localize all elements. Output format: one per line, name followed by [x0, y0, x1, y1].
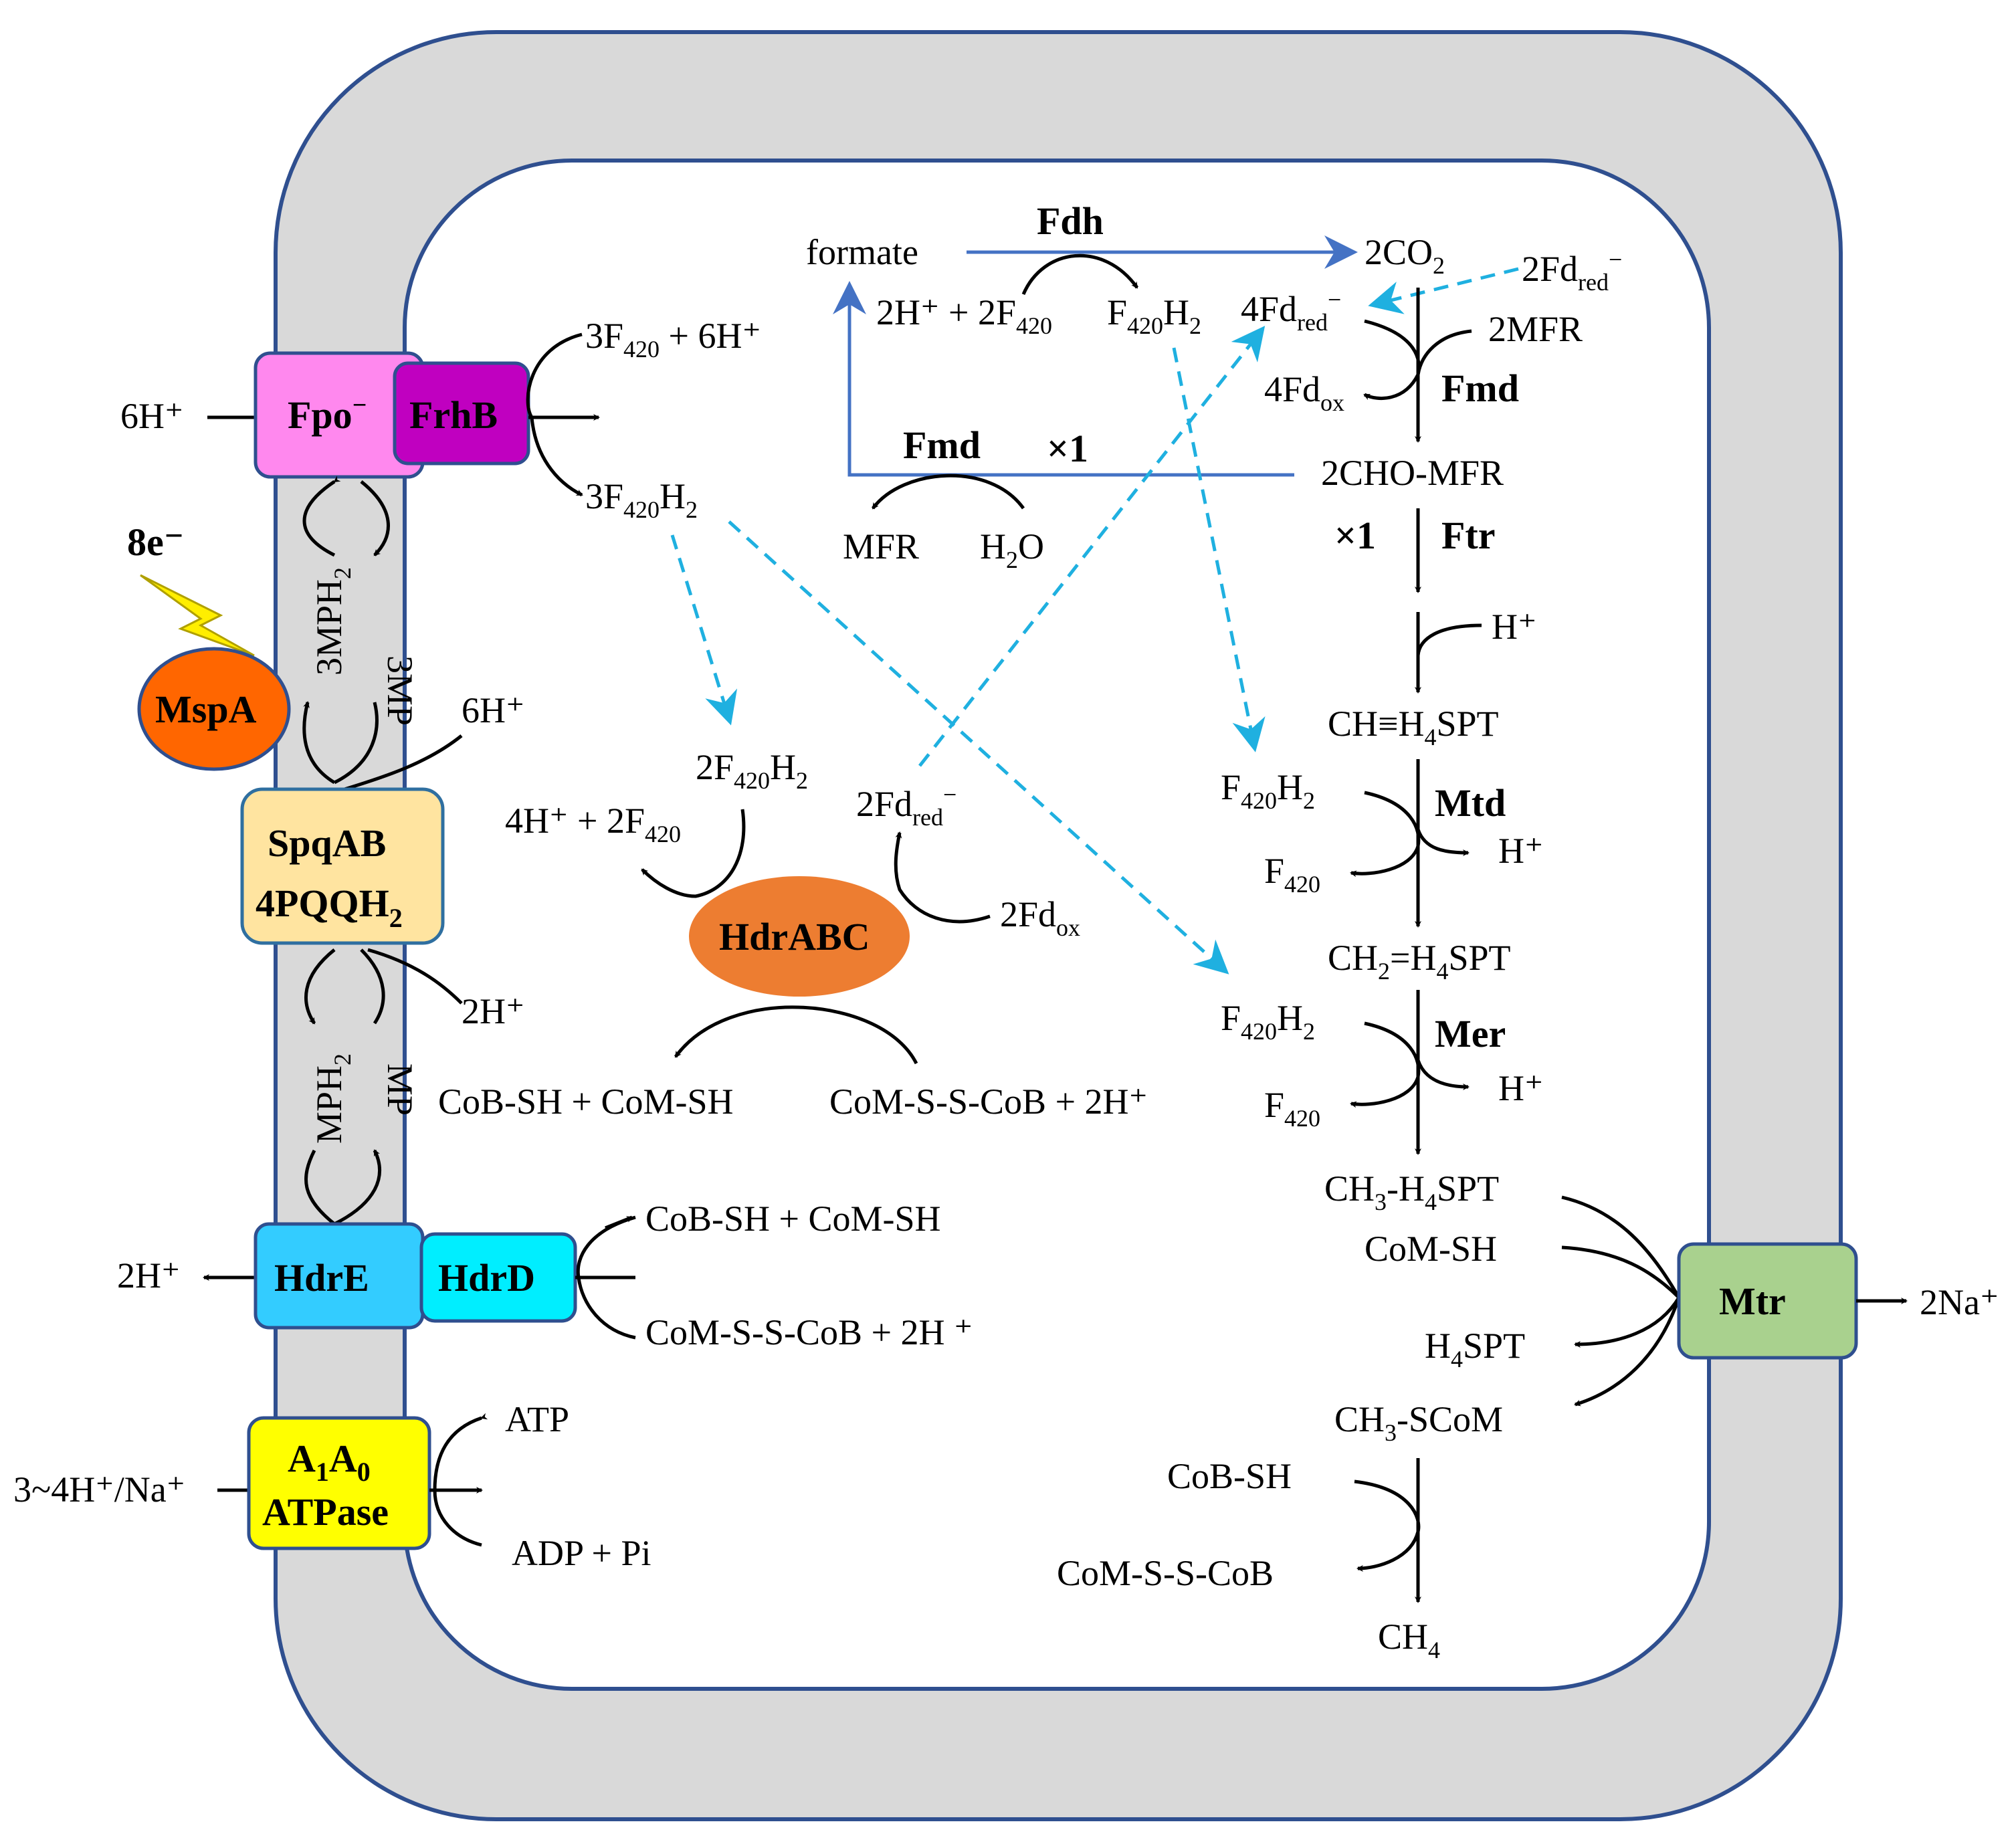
hdrabc-ellipse — [689, 876, 910, 997]
hdre-label: HdrE — [274, 1256, 369, 1300]
hdr-fdox-label: 2Fdox — [1000, 894, 1080, 941]
hdr-cob2-label: CoB-SH + CoM-SH — [438, 1082, 734, 1122]
h6-left-group: 6H⁺ — [120, 396, 258, 436]
mer-f420-label: F420 — [1264, 1085, 1320, 1132]
fmd-left-label: Fmd — [903, 423, 981, 467]
methane-reaction: CoB-SH CoM-S-S-CoB CH4 — [1057, 1456, 1440, 1663]
fdox4-label: 4Fdox — [1264, 369, 1344, 416]
frh-f420-label: 3F420 + 6H⁺ — [585, 316, 761, 363]
formate-label: formate — [806, 232, 918, 272]
frhb-reaction: 3F420 + 6H⁺ 3F420H2 — [526, 316, 761, 523]
spqab-box — [240, 787, 445, 945]
mp-loop-top: 3MPH2 3MP — [302, 476, 420, 785]
blue-loop: Fmd ×1 MFR H2O — [833, 281, 1294, 573]
co2-label: 2CO2 — [1365, 232, 1445, 279]
atpase-group: 3~4H⁺/Na⁺ A1A0 ATPase ATP ADP + Pi — [13, 1399, 651, 1573]
ch3-scom-label: CH3-SCoM — [1334, 1399, 1503, 1446]
fmd-reaction: 2MFR 4Fdox Fmd 2CHO-MFR — [1264, 288, 1583, 493]
h4spt-label: H4SPT — [1425, 1326, 1525, 1372]
na2-label: 2Na⁺ — [1920, 1282, 1999, 1322]
hdr-f420h2-label: 2F420H2 — [696, 747, 808, 794]
times1-left-label: ×1 — [1047, 427, 1088, 470]
spqab-label: SpqAB — [268, 821, 386, 865]
mfr2-label: 2MFR — [1488, 309, 1583, 349]
fmd-top-label: Fmd — [1441, 367, 1519, 410]
mspa-group: 8e⁻ MspA — [127, 520, 291, 771]
mph2-label: MPH2 — [309, 1053, 356, 1144]
mtd-f420-label: F420 — [1264, 851, 1320, 898]
ch-h4spt-label: CH≡H4SPT — [1328, 704, 1499, 750]
ch3-h4spt-label: CH3-H4SPT — [1324, 1168, 1499, 1215]
dashed-arrows — [670, 326, 1266, 975]
mer-label: Mer — [1435, 1012, 1506, 1055]
hdre-group: 2H⁺ HdrE HdrD CoB-SH + CoM-SH CoM-S-S-Co… — [117, 1199, 973, 1352]
adp-label: ADP + Pi — [512, 1533, 651, 1573]
mtd-h-label: H⁺ — [1498, 831, 1544, 871]
ftr-reaction: ×1 Ftr H⁺ CH≡H4SPT — [1328, 508, 1537, 750]
hdrabc-label: HdrABC — [719, 915, 870, 958]
h2-mid-label: 2H⁺ — [462, 991, 525, 1031]
atpase-line1: A1A0 — [288, 1437, 371, 1487]
h6-mid-line — [344, 734, 463, 791]
fdh-label: Fdh — [1037, 199, 1104, 243]
h2o-label: H2O — [980, 526, 1044, 573]
fpo-label: Fpo− — [288, 391, 367, 437]
cho-mfr-label: 2CHO-MFR — [1321, 453, 1504, 493]
mer-h-label: H⁺ — [1498, 1068, 1544, 1108]
mtd-reaction: F420H2 Mtd H⁺ F420 CH2=H4SPT — [1221, 759, 1544, 985]
frhb-label: FrhB — [409, 393, 498, 437]
mp-loop-bottom: 2H⁺ MPH2 MP — [304, 948, 525, 1226]
mp-3-label: 3MP — [380, 655, 420, 726]
hdr-fdred-label: 2Fdred− — [856, 781, 956, 831]
mer-f420h2-label: F420H2 — [1221, 998, 1315, 1045]
fdred2-top-label: 2Fdred− — [1522, 246, 1622, 296]
hdrd-label: HdrD — [438, 1256, 535, 1300]
mph2-3-label: 3MPH2 — [309, 567, 356, 676]
mp-label: MP — [380, 1063, 420, 1116]
electrons-label: 8e⁻ — [127, 520, 184, 564]
h2f420-label: 2H⁺ + 2F420 — [876, 292, 1052, 339]
mtr-group: Mtr 2Na⁺ H4SPT CH3-SCoM — [1334, 1195, 1999, 1446]
cob-sh-label: CoB-SH — [1167, 1456, 1292, 1496]
cell-membrane — [274, 30, 1843, 1821]
ftr-label: Ftr — [1441, 514, 1496, 557]
hdr-com2-label: CoM-S-S-CoB + 2H⁺ — [829, 1082, 1148, 1122]
frh-f420h2-label: 3F420H2 — [585, 476, 698, 523]
fdred4-label: 4Fdred− — [1241, 286, 1341, 336]
com-s-s-cob-label: CoM-S-S-CoB — [1057, 1553, 1274, 1593]
mspa-label: MspA — [155, 688, 257, 731]
h-na-left-label: 3~4H⁺/Na⁺ — [13, 1469, 185, 1510]
f420h2-top-label: F420H2 — [1107, 292, 1201, 339]
hdrabc-group: 2F420H2 4H⁺ + 2F420 2Fdred− 2Fdox HdrABC… — [438, 747, 1148, 1122]
formate-group: formate Fdh 2CO2 2H⁺ + 2F420 F420H2 — [806, 199, 1445, 339]
mspa-ellipse — [137, 647, 291, 771]
h6-mid-label: 6H⁺ — [462, 690, 525, 730]
fdred-dashed-arrow — [1368, 267, 1519, 314]
atpase-line2: ATPase — [262, 1490, 389, 1534]
hdr-h4f420-label: 4H⁺ + 2F420 — [505, 801, 681, 847]
com-sh-label: CoM-SH — [1365, 1229, 1497, 1269]
atp-label: ATP — [505, 1399, 569, 1439]
h2-left-label: 2H⁺ — [117, 1255, 181, 1296]
hdr-com-label: CoM-S-S-CoB + 2H ⁺ — [645, 1312, 973, 1352]
lightning-icon — [140, 574, 255, 657]
mfr-label: MFR — [843, 526, 919, 567]
ch2-h4spt-label: CH2=H4SPT — [1328, 938, 1511, 985]
mtd-label: Mtd — [1435, 781, 1506, 825]
mtd-f420h2-label: F420H2 — [1221, 767, 1315, 814]
h-ftr-label: H⁺ — [1492, 607, 1537, 647]
hdr-cob-label: CoB-SH + CoM-SH — [645, 1199, 941, 1239]
times1-right-label: ×1 — [1334, 514, 1376, 557]
pqqh2-label: 4PQQH2 — [256, 882, 403, 933]
atpase-box — [247, 1416, 431, 1550]
mer-reaction: F420H2 Mer H⁺ F420 CH3-H4SPT CoM-SH — [1221, 990, 1544, 1269]
ch4-label: CH4 — [1378, 1617, 1440, 1663]
h6-left-label: 6H⁺ — [120, 396, 184, 436]
mtr-label: Mtr — [1719, 1279, 1786, 1323]
